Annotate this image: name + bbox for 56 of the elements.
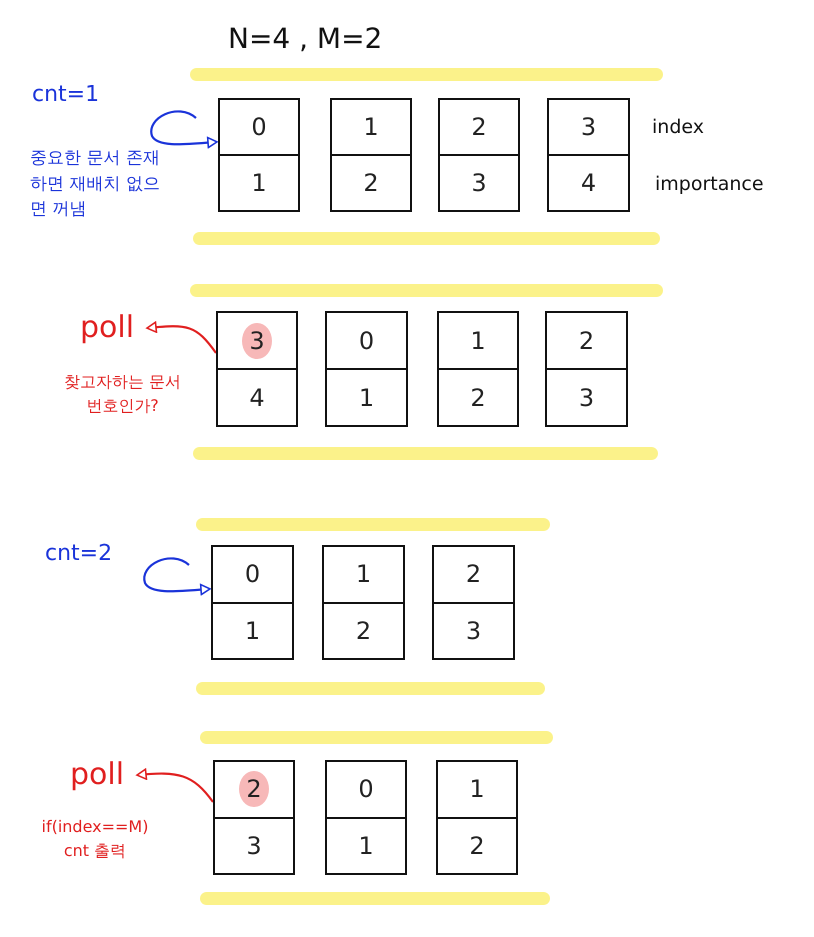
importance-value: 2 bbox=[469, 382, 487, 414]
operation-label: poll bbox=[70, 757, 124, 792]
operation-label: poll bbox=[80, 310, 134, 345]
curved-arrow bbox=[136, 768, 214, 803]
index-value: 3 bbox=[580, 112, 598, 143]
handwritten-note: cnt=2 bbox=[45, 540, 114, 568]
queue-card bbox=[547, 98, 630, 212]
queue-card bbox=[436, 760, 518, 875]
handwritten-note: 중요한 문서 존재하면 재배치 없으면 꺼냄 bbox=[30, 147, 161, 221]
index-value: 1 bbox=[354, 559, 372, 590]
importance-value: 1 bbox=[244, 616, 262, 647]
row-label: importance bbox=[655, 173, 764, 195]
title: N=4 , M=2 bbox=[228, 22, 382, 55]
importance-value: 1 bbox=[250, 168, 268, 199]
index-value: 1 bbox=[362, 112, 380, 143]
row-label: index bbox=[652, 116, 704, 138]
queue-card bbox=[216, 311, 298, 427]
index-value: 0 bbox=[244, 559, 262, 590]
queue-card bbox=[325, 760, 407, 875]
queue-card bbox=[438, 98, 520, 212]
queue-card bbox=[322, 545, 405, 660]
queue-card bbox=[432, 545, 515, 660]
curved-arrow bbox=[150, 110, 218, 148]
index-value: 2 bbox=[578, 326, 596, 356]
importance-value: 1 bbox=[357, 830, 375, 862]
curved-arrow bbox=[146, 321, 217, 354]
queue-card bbox=[213, 760, 295, 875]
index-value: 2 bbox=[464, 559, 482, 590]
index-value: 0 bbox=[358, 326, 376, 356]
index-value: 2 bbox=[239, 771, 269, 808]
importance-value: 4 bbox=[580, 168, 598, 199]
handwritten-note: cnt=1 bbox=[32, 81, 100, 109]
importance-value: 4 bbox=[248, 382, 266, 414]
handwritten-note: 찾고자하는 문서 번호인가? bbox=[62, 371, 182, 417]
index-value: 2 bbox=[470, 112, 488, 143]
importance-value: 3 bbox=[470, 168, 488, 199]
index-value: 1 bbox=[468, 774, 486, 806]
queue-card bbox=[330, 98, 412, 212]
importance-value: 1 bbox=[358, 382, 376, 414]
queue-card bbox=[437, 311, 519, 427]
importance-value: 3 bbox=[245, 830, 263, 862]
curved-arrow bbox=[143, 557, 211, 596]
importance-value: 2 bbox=[468, 830, 486, 862]
index-value: 0 bbox=[357, 774, 375, 806]
importance-value: 3 bbox=[578, 382, 596, 414]
index-value: 1 bbox=[469, 326, 487, 356]
queue-card bbox=[218, 98, 300, 212]
importance-value: 3 bbox=[464, 616, 482, 647]
index-value: 0 bbox=[250, 112, 268, 143]
index-value: 3 bbox=[242, 322, 272, 358]
queue-card bbox=[325, 311, 408, 427]
queue-card bbox=[545, 311, 628, 427]
importance-value: 2 bbox=[354, 616, 372, 647]
importance-value: 2 bbox=[362, 168, 380, 199]
queue-card bbox=[211, 545, 294, 660]
handwritten-note: if(index==M) cnt 출력 bbox=[40, 816, 150, 862]
